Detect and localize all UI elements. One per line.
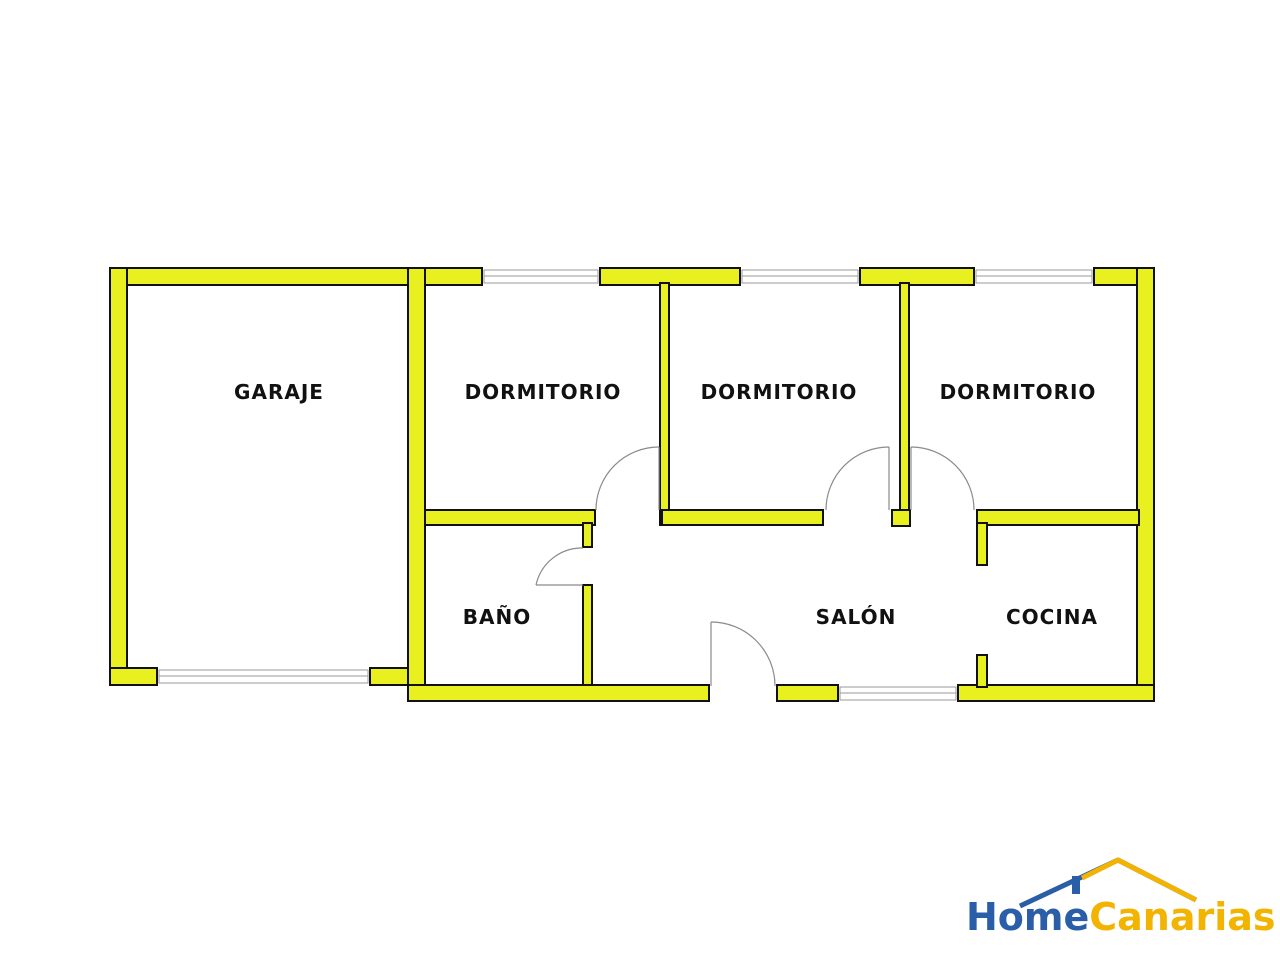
room-label-garaje: GARAJE [234, 380, 324, 404]
logo: HomeCanarias [966, 857, 1276, 939]
room-label-dormitorio-1: DORMITORIO [465, 380, 622, 404]
wall-kitchen-left-upper [976, 522, 988, 566]
wall-stub-bed3 [891, 509, 911, 527]
wall-bottom-salon [776, 684, 839, 702]
wall-bed2-bottom [661, 509, 824, 526]
room-labels: GARAJE DORMITORIO DORMITORIO DORMITORIO … [234, 380, 1098, 629]
wall-bottom-garage-left [109, 667, 158, 686]
wall-kitchen-left-lower [976, 654, 988, 688]
wall-bath-right-upper [582, 522, 593, 548]
wall-bed1-bed2 [659, 282, 670, 526]
room-label-dormitorio-2: DORMITORIO [701, 380, 858, 404]
wall-bottom-kitchen [957, 684, 1155, 702]
wall-right-outer [1136, 267, 1155, 702]
windows [158, 269, 1093, 701]
wall-bed1-bottom [424, 509, 596, 526]
logo-part-canarias: Canarias [1089, 895, 1275, 939]
wall-garage-partition [407, 267, 426, 702]
logo-wordmark: HomeCanarias [966, 895, 1276, 939]
walls [109, 267, 1155, 702]
doors [535, 446, 975, 687]
wall-bottom-bath-salon [407, 684, 710, 702]
logo-part-home: Home [966, 895, 1089, 939]
room-label-bano: BAÑO [463, 605, 531, 629]
wall-left-garage [109, 267, 128, 686]
wall-bed2-bed3 [899, 282, 910, 526]
wall-bed3-bottom [976, 509, 1140, 526]
room-label-dormitorio-3: DORMITORIO [940, 380, 1097, 404]
wall-top-bedroom2 [859, 267, 975, 286]
room-label-cocina: COCINA [1006, 605, 1098, 629]
wall-bath-right-lower [582, 584, 593, 686]
wall-top-garage [109, 267, 483, 286]
room-label-salon: SALÓN [816, 605, 897, 629]
house-roof-icon [1018, 857, 1198, 909]
